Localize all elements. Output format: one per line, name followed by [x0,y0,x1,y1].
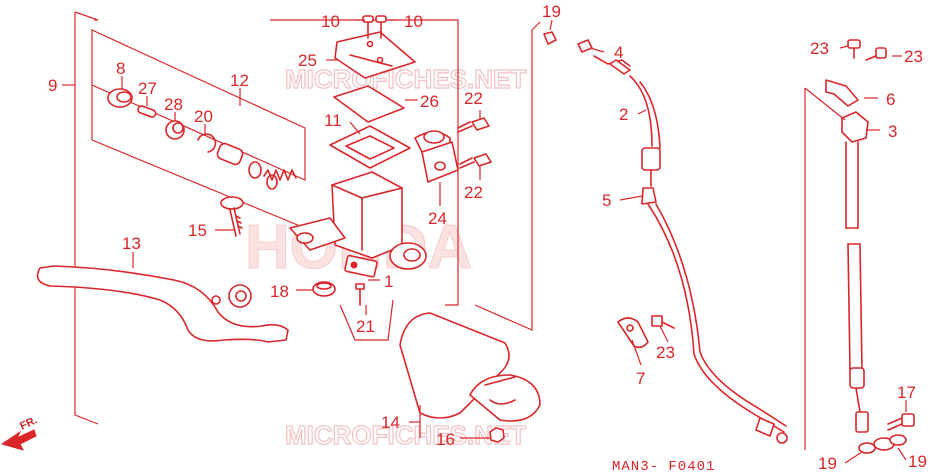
label-10-left: 10 [321,12,340,31]
part-23-bolt-lower [651,315,675,329]
part-numbers: 9 8 27 28 20 12 10 10 25 26 11 22 22 24 … [48,2,927,473]
label-5: 5 [602,191,611,210]
label-17: 17 [897,383,916,402]
diagram-code: MAN3- F0401 [612,459,715,475]
part-17-banjo-bolt [887,413,915,431]
label-14: 14 [381,413,400,432]
part-10-screws [362,15,387,39]
leader-lines [62,19,907,464]
label-21: 21 [356,317,375,336]
part-16-nut [489,427,505,443]
label-23-top-left: 23 [810,39,829,58]
part-14-handguard [399,312,541,438]
part-8-dust-boot [107,88,133,108]
label-27: 27 [138,79,157,98]
part-11-diaphragm [329,125,411,169]
label-3: 3 [888,122,897,141]
label-18: 18 [270,282,289,301]
label-10-right: 10 [404,12,423,31]
label-19-top: 19 [542,2,561,21]
part-7-clamp [617,317,649,349]
part-21-screw [355,283,365,306]
front-direction-arrow: FR. [0,414,39,451]
part-12-piston-set [216,142,297,190]
label-2: 2 [619,105,628,124]
part-3-brake-hose-right [804,87,869,450]
part-23-bolts-top [847,39,887,61]
part-1-switch [344,254,378,278]
part-2-brake-hose-upper [577,39,661,187]
part-13-brake-lever [36,265,289,343]
label-13: 13 [122,234,141,253]
part-27-pin [137,105,157,118]
part-20-circlip [197,133,217,153]
label-25: 25 [298,51,317,70]
part-15-pivot-bolt [220,196,244,237]
part-18-rubber [312,281,336,297]
label-11: 11 [324,111,342,130]
label-23-top-right: 23 [904,47,923,66]
label-8: 8 [116,59,125,78]
direction-label: FR. [18,414,39,432]
label-24: 24 [428,209,447,228]
label-22-top: 22 [464,89,483,108]
label-1: 1 [384,272,393,291]
label-7: 7 [636,369,645,388]
label-26: 26 [420,92,439,111]
part-19-washers-bottom [858,434,907,454]
label-16: 16 [436,430,455,449]
part-6-bracket [825,79,859,107]
label-9: 9 [48,76,57,95]
part-26-diaphragm-plate [333,85,405,123]
part-25-reservoir-cover [334,31,416,79]
label-12: 12 [230,71,249,90]
label-6: 6 [886,90,895,109]
part-5-brake-hose-lower [641,187,788,444]
watermark-bottom: MICROFICHES.NET [285,420,526,450]
part-24-holder [421,141,459,183]
section-divider [474,21,541,331]
label-28: 28 [164,95,183,114]
label-19-bottom-left: 19 [818,454,837,473]
part-22-bolts [457,117,492,169]
label-20: 20 [194,107,213,126]
label-15: 15 [188,221,207,240]
part-19-washer-top [543,31,557,45]
label-4: 4 [614,43,623,62]
label-19-bottom-right: 19 [908,452,927,471]
watermark-top: MICROFICHES.NET [285,64,526,94]
label-23-lower: 23 [656,343,675,362]
label-22-bottom: 22 [464,183,483,202]
part-28-boot [165,120,185,140]
